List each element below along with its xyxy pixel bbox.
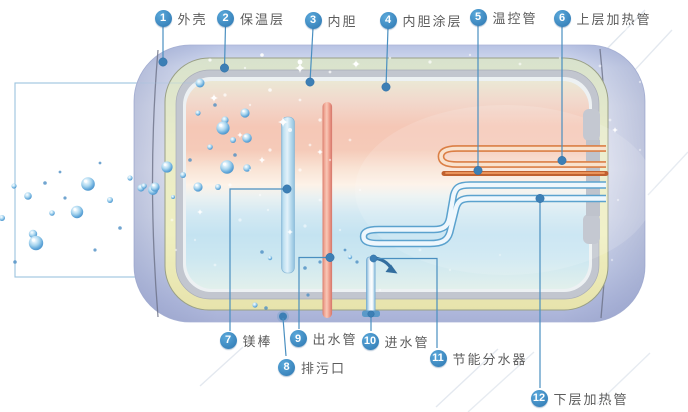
frame-corner-bubble <box>195 78 205 88</box>
inlet-pipe <box>366 256 376 317</box>
sparkles-group <box>170 53 642 292</box>
thermostat-tube <box>441 171 609 176</box>
part-label-magnesium-rod: 7 镁棒 <box>219 331 273 350</box>
leader-line-9 <box>298 256 330 329</box>
part-number-badge: 1 <box>154 9 172 27</box>
part-label-text: 内胆涂层 <box>402 13 463 29</box>
part-label-energy-saver: 11 节能分水器 <box>429 349 528 368</box>
left-endcap-seam <box>151 49 159 318</box>
leader-line-2 <box>223 24 227 69</box>
leader-lines-group <box>162 24 563 388</box>
part-number-badge: 9 <box>289 330 307 347</box>
part-label-text: 保温层 <box>240 11 286 27</box>
part-label-text: 上层加热管 <box>576 11 652 27</box>
lower-heating-tube <box>359 181 606 248</box>
part-number-badge: 3 <box>304 11 322 29</box>
part-label-text: 出水管 <box>312 332 358 347</box>
leader-anchor-dots <box>158 57 567 318</box>
leader-line-8 <box>282 317 287 357</box>
part-label-text: 下层加热管 <box>553 391 629 407</box>
part-label-outlet-pipe: 9 出水管 <box>289 329 358 348</box>
part-label-text: 内胆 <box>327 13 358 29</box>
part-label-upper-heating-tube: 6 上层加热管 <box>553 9 652 28</box>
part-number-badge: 6 <box>553 9 571 27</box>
drain-outlet <box>279 312 287 321</box>
part-label-text: 进水管 <box>384 334 430 350</box>
part-label-outer-shell: 1 外壳 <box>154 9 208 28</box>
part-number-badge: 10 <box>361 332 379 350</box>
upper-heating-tube <box>437 145 606 168</box>
leader-line-11 <box>374 257 438 348</box>
outlet-pipe <box>322 102 333 318</box>
part-label-drain-outlet: 8 排污口 <box>278 358 346 377</box>
part-number-badge: 4 <box>379 11 397 29</box>
part-number-badge: 11 <box>429 349 447 367</box>
part-label-text: 节能分水器 <box>452 351 528 367</box>
part-label-insulation: 2 保温层 <box>217 9 285 28</box>
magnesium-rod <box>281 116 295 274</box>
part-label-thermostat-tube: 5 温控管 <box>469 8 538 27</box>
part-label-lower-heating-tube: 12 下层加热管 <box>530 389 629 408</box>
part-number-badge: 8 <box>278 358 295 376</box>
part-label-tank-coating: 4 内胆涂层 <box>379 11 463 30</box>
part-label-inner-tank: 3 内胆 <box>304 11 358 30</box>
part-label-text: 排污口 <box>301 360 347 376</box>
flow-arrow-head <box>385 264 398 274</box>
part-label-text: 外壳 <box>177 11 208 27</box>
part-number-badge: 7 <box>219 331 237 349</box>
leader-line-7 <box>229 188 287 331</box>
leader-line-4 <box>385 27 389 88</box>
part-label-text: 温控管 <box>492 10 538 26</box>
part-label-inlet-pipe: 10 进水管 <box>361 332 430 351</box>
part-label-text: 镁棒 <box>242 333 273 349</box>
part-number-badge: 5 <box>469 8 487 26</box>
bubbles-group <box>0 103 359 310</box>
leader-line-3 <box>309 27 314 83</box>
part-number-badge: 2 <box>217 9 234 27</box>
part-number-badge: 12 <box>530 389 548 407</box>
